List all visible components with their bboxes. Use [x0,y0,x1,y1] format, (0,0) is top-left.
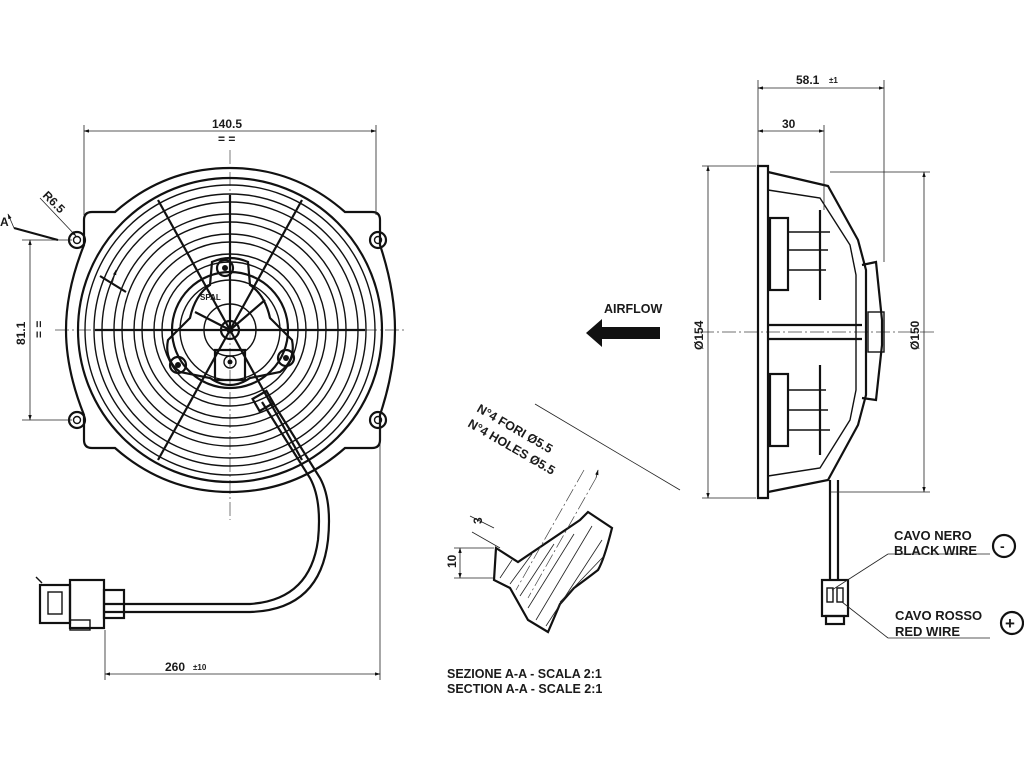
side-view: 58.1 ±1 30 Ø154 Ø150 [692,73,935,626]
red-wire-it: CAVO ROSSO [895,608,982,623]
section-title-it: SEZIONE A-A - SCALA 2:1 [447,667,602,681]
black-wire-en: BLACK WIRE [894,543,977,558]
dimension-58-1: 58.1 ±1 [757,73,885,262]
section-title-en: SECTION A-A - SCALE 2:1 [447,682,602,696]
outer-diameter: Ø154 [692,320,706,350]
hole-spacing-symmetry: = = [32,321,46,338]
depth-dimension: 58.1 [796,73,820,87]
black-wire-it: CAVO NERO [894,528,972,543]
dimension-150: Ø150 [830,171,930,493]
width-dimension: 140.5 [212,117,242,131]
section-dim-10: 10 [445,554,459,568]
cable-tolerance: ±10 [193,663,207,672]
negative-sign-icon: - [1000,538,1005,554]
dimension-260: 260 ±10 [104,420,381,680]
inner-diameter: Ø150 [908,320,922,350]
front-view: SPAL 140.5 = = [0,117,405,680]
red-wire-en: RED WIRE [895,624,960,639]
section-a-a: N°4 FORI Ø5.5 N°4 HOLES Ø5.5 3 10 SEZION… [445,401,681,696]
corner-radius: R6.5 [40,188,68,216]
brand-label: SPAL [200,293,221,302]
hole-spacing-dimension: 81.1 [14,321,28,345]
power-cable [35,389,331,631]
airflow-indicator: AIRFLOW [586,302,663,347]
radius-callout: R6.5 [39,188,77,237]
width-symmetry: = = [218,132,235,146]
section-mark-a: A [0,213,127,293]
dimension-81-1: 81.1 = = [14,239,72,421]
cable-length: 260 [165,660,185,674]
mounting-holes [67,230,388,430]
motor-hub: SPAL [166,256,296,390]
airflow-label: AIRFLOW [604,302,663,316]
motor-depth: 30 [782,117,796,131]
dimension-154: Ø154 [692,165,756,499]
fan-grille [93,193,367,467]
dimension-30: 30 [757,117,825,210]
wire-callouts: CAVO NERO BLACK WIRE - CAVO ROSSO RED WI… [831,528,1024,639]
section-letter: A [0,215,9,229]
section-dim-3: 3 [471,517,485,524]
dimension-140-5: 140.5 = = [83,117,377,215]
airflow-arrow-icon [586,319,660,347]
positive-sign-icon: + [1005,614,1015,633]
depth-tolerance: ±1 [829,76,838,85]
